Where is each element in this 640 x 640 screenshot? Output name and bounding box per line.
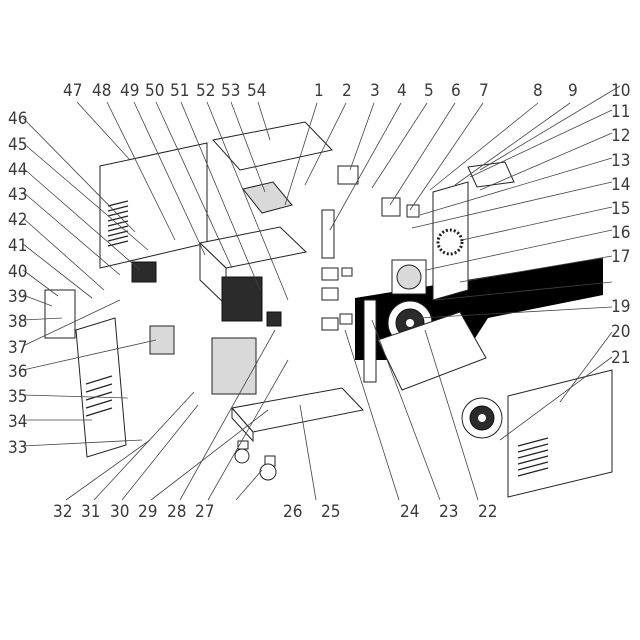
part-number: 3 — [370, 81, 380, 101]
part-number: 25 — [321, 502, 340, 522]
control-board — [44, 289, 76, 339]
top-small-box — [337, 165, 359, 185]
part-number: 54 — [247, 81, 266, 101]
part-number: 20 — [611, 322, 630, 342]
part-number: 52 — [196, 81, 215, 101]
upper-heatsink — [221, 276, 263, 322]
part-number: 2 — [342, 81, 352, 101]
right-panel-vents — [517, 437, 549, 477]
part-number: 39 — [8, 287, 27, 307]
lower-heatsink — [211, 337, 257, 395]
right-side-panel — [507, 369, 613, 498]
part-number: 19 — [611, 297, 630, 317]
leader-lines — [22, 85, 621, 501]
part-number: 27 — [195, 502, 214, 522]
part-number: 48 — [92, 81, 111, 101]
part-number: 32 — [53, 502, 72, 522]
part-number: 33 — [8, 438, 27, 458]
part-number: 51 — [170, 81, 189, 101]
part-number: 49 — [120, 81, 139, 101]
large-wheel-lower — [461, 397, 503, 439]
part-number: 4 — [397, 81, 407, 101]
fan-grille — [436, 228, 464, 256]
part-number: 8 — [533, 81, 543, 101]
part-number: 13 — [611, 151, 630, 171]
axle-plate — [377, 311, 487, 391]
upright-bar — [321, 209, 335, 259]
part-number: 40 — [8, 262, 27, 282]
part-number: 43 — [8, 185, 27, 205]
part-number: 42 — [8, 210, 27, 230]
part-number: 11 — [611, 102, 630, 122]
part-number: 47 — [63, 81, 82, 101]
part-number: 41 — [8, 236, 27, 256]
part-number: 36 — [8, 362, 27, 382]
part-number: 53 — [221, 81, 240, 101]
part-number: 21 — [611, 348, 630, 368]
base-plate-side — [231, 406, 254, 443]
labels-right: 11 12 13 14 15 16 17 18 19 20 21 — [611, 102, 630, 368]
part-number: 24 — [400, 502, 419, 522]
part-number: 45 — [8, 135, 27, 155]
caster-rear — [259, 455, 277, 481]
terminal-blocks — [266, 267, 353, 331]
part-number: 18 — [611, 272, 630, 292]
part-number: 38 — [8, 312, 27, 332]
base-plate — [231, 387, 364, 433]
part-number: 44 — [8, 160, 27, 180]
relay — [406, 204, 420, 218]
labels-top: 47 48 49 50 51 52 53 54 1 2 3 4 5 6 7 8 … — [63, 81, 630, 101]
coil — [131, 261, 157, 283]
part-number: 1 — [314, 81, 324, 101]
part-number: 46 — [8, 109, 27, 129]
labels-left: 46 45 44 43 42 41 40 39 38 37 36 35 34 3… — [8, 109, 27, 458]
part-number: 16 — [611, 223, 630, 243]
part-number: 12 — [611, 126, 630, 146]
part-number: 10 — [611, 81, 630, 101]
switch — [381, 197, 401, 217]
part-number: 28 — [167, 502, 186, 522]
part-number: 6 — [451, 81, 461, 101]
caster-front — [234, 440, 250, 464]
part-number: 5 — [424, 81, 434, 101]
top-clamp — [467, 161, 515, 188]
part-number: 26 — [283, 502, 302, 522]
part-number: 30 — [110, 502, 129, 522]
part-number: 17 — [611, 247, 630, 267]
part-number: 37 — [8, 338, 27, 358]
part-number: 14 — [611, 175, 630, 195]
part-number: 34 — [8, 412, 27, 432]
part-number: 31 — [81, 502, 100, 522]
part-number: 35 — [8, 387, 27, 407]
part-number: 7 — [479, 81, 489, 101]
part-number: 29 — [138, 502, 157, 522]
side-rail — [363, 299, 377, 383]
transformer — [149, 325, 175, 355]
labels-bottom: 32 31 30 29 28 27 26 25 24 23 22 — [53, 502, 497, 522]
part-number: 50 — [145, 81, 164, 101]
part-number: 22 — [478, 502, 497, 522]
fan-blade — [396, 264, 422, 290]
top-cover-plate — [212, 121, 333, 171]
part-number: 15 — [611, 199, 630, 219]
part-number: 23 — [439, 502, 458, 522]
part-number: 9 — [568, 81, 578, 101]
perforated-plate — [242, 181, 293, 214]
front-panel-vents — [85, 375, 113, 417]
